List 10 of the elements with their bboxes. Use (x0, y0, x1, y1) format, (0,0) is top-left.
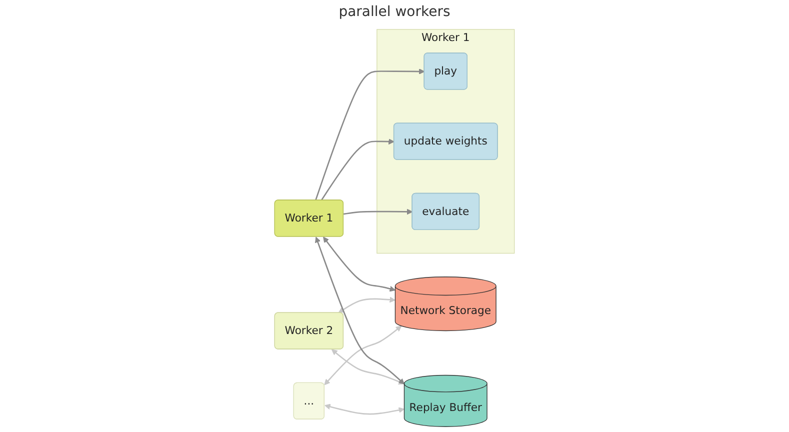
arrow (314, 68, 425, 201)
arrow (315, 236, 404, 384)
arrow (338, 296, 396, 314)
arrow (320, 138, 394, 201)
arrow (343, 208, 413, 215)
arrow (324, 326, 402, 386)
arrow (323, 236, 396, 292)
note-text: parallel workers (338, 4, 450, 20)
arrow (331, 349, 404, 385)
arrow (324, 404, 404, 415)
